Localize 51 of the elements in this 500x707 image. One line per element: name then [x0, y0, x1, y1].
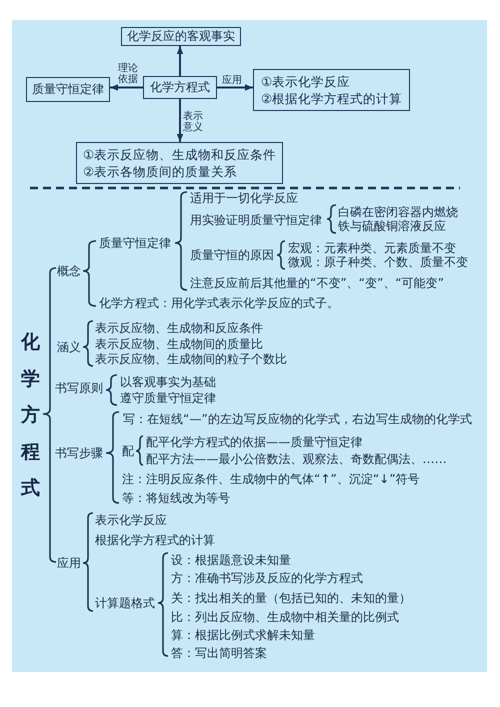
text-box: [76, 142, 284, 184]
list-item: 配平化学方程式的依据——质量守恒定律: [146, 435, 362, 449]
list-item: 注意反应前后其他量的“不变”、“变”、“可能变”: [190, 276, 444, 290]
list-item: 关：找出相关的量（包括已知的、未知的量）: [171, 591, 411, 605]
edge-label: 表示意义: [183, 111, 204, 133]
box-text: ②根据化学方程式的计算: [261, 90, 402, 107]
text-box: 化学方程式: [143, 76, 217, 99]
branch-heading: 用实验证明质量守恒定律: [190, 213, 322, 227]
branch-heading: 概念: [57, 264, 81, 278]
list-item: 表示反应物、生成物间的质量比: [95, 337, 263, 351]
list-item: 写：在短线“—”的左边写反应物的化学式，右边写生成物的化学式: [123, 412, 472, 426]
list-item: 铁与硫酸铜溶液反应: [338, 219, 446, 233]
branch-heading: 计算题格式: [95, 596, 155, 610]
arrow: [110, 84, 143, 91]
box-text: ②表示各物质间的质量关系: [83, 163, 238, 180]
branch-heading: 质量守恒定律: [99, 236, 171, 250]
branch-heading: 书写原则: [55, 381, 103, 395]
list-item: 根据化学方程式的计算: [95, 533, 215, 547]
list-item: 方：准确书写涉及反应的化学方程式: [171, 571, 363, 585]
edge-label: 理论依据: [118, 63, 139, 85]
edge-label: 应用: [222, 75, 243, 86]
arrow: [176, 99, 184, 142]
branch-heading: 书写步骤: [55, 446, 103, 460]
branch-heading: 应用: [57, 556, 81, 570]
list-item: 答：写出简明答案: [171, 646, 267, 660]
list-item: 比：列出反应物、生成物中相关量的比例式: [171, 610, 399, 624]
list-item: 算：根据比例式求解未知量: [171, 628, 315, 642]
list-item: 以客观事实为基础: [120, 375, 216, 389]
arrow: [176, 46, 184, 76]
branch-heading: 质量守恒的原因: [190, 248, 274, 262]
list-item: 微观：原子种类、个数、质量不变: [288, 255, 468, 269]
list-item: 表示反应物、生成物间的粒子个数比: [95, 352, 287, 366]
box-text: ①表示反应物、生成物和反应条件: [83, 146, 276, 163]
branch-heading: 涵义: [57, 340, 81, 354]
text-box: [253, 69, 410, 111]
list-item: 遵守质量守恒定律: [120, 391, 216, 405]
list-item: 配平方法——最小公倍数法、观察法、奇数配偶法、……: [146, 452, 447, 466]
text-box: 化学反应的客观事实: [121, 27, 241, 46]
branch-heading: 配: [122, 444, 134, 458]
list-item: 宏观：元素种类、元素质量不变: [288, 241, 456, 255]
list-item: 表示反应物、生成物和反应条件: [95, 321, 263, 335]
list-item: 表示化学反应: [95, 513, 167, 527]
box-text: ①表示化学反应: [261, 73, 352, 90]
list-item: 白磷在密闭容器内燃烧: [338, 205, 458, 219]
list-item: 设：根据题意设未知量: [171, 553, 291, 567]
list-item: 化学方程式：用化学式表示化学反应的式子。: [99, 296, 339, 310]
arrow: [217, 84, 253, 91]
list-item: 注：注明反应条件、生成物中的气体“↑”、沉淀“↓”符号: [122, 472, 420, 486]
vertical-title: 化学方程式: [21, 330, 41, 501]
list-item: 等：将短线改为等号: [122, 491, 230, 505]
text-box: 质量守恒定律: [26, 77, 110, 102]
